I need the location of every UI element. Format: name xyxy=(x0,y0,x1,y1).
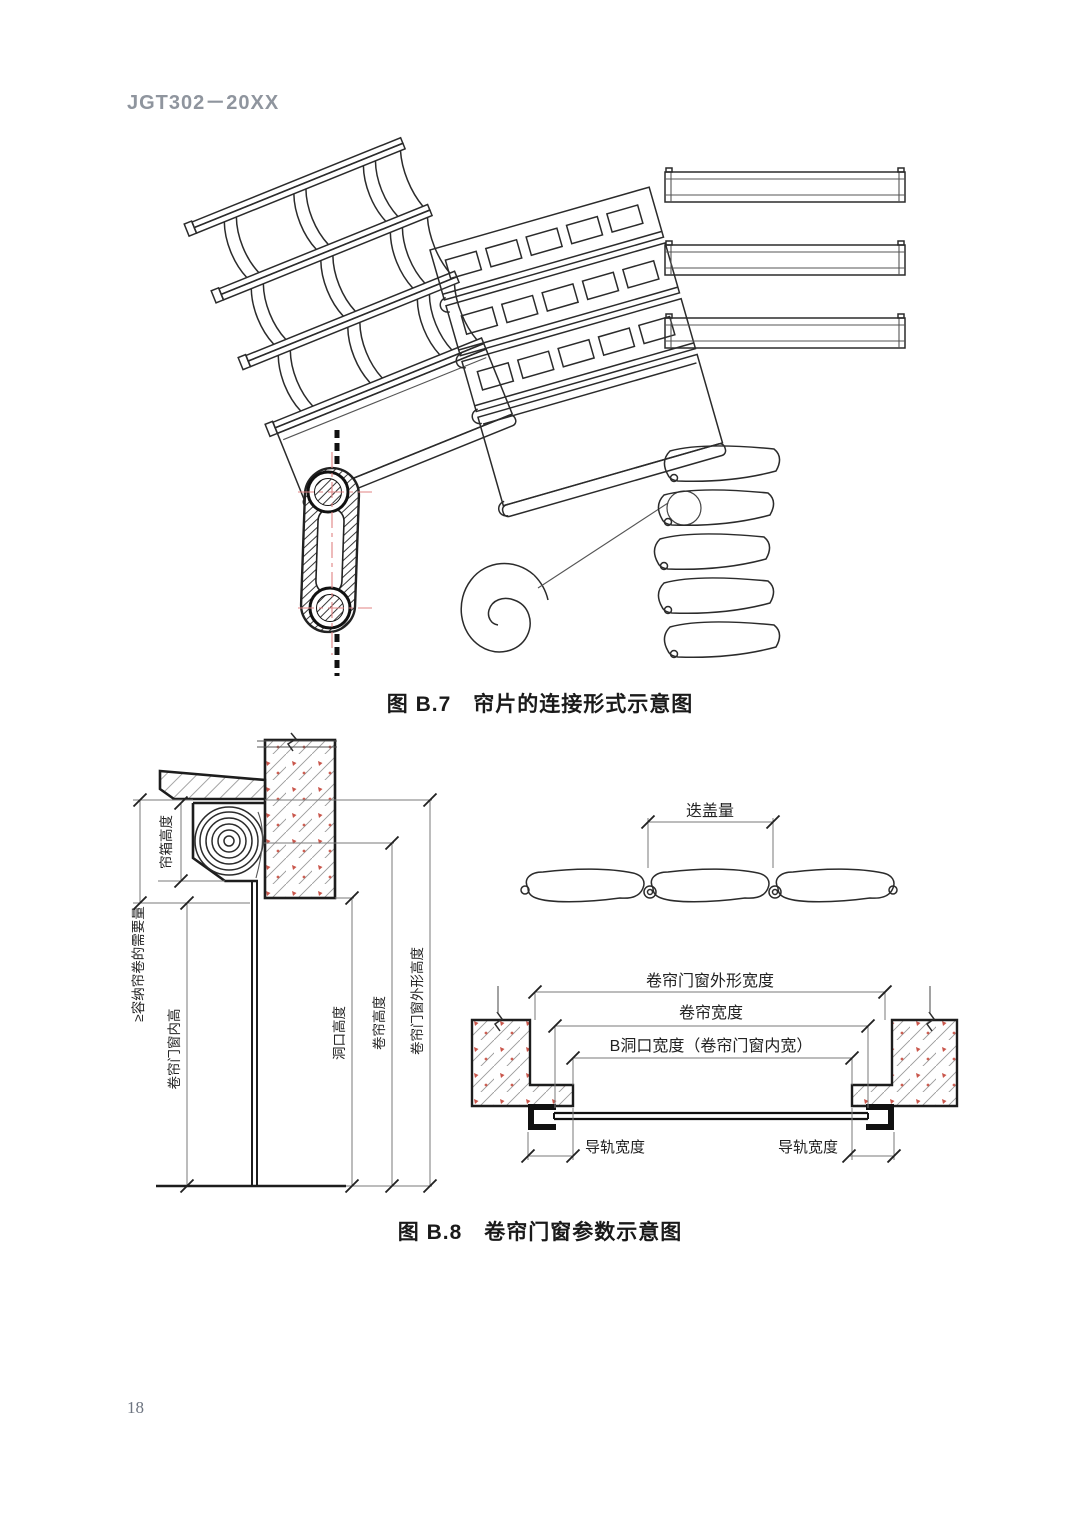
standard-number-header: JGT302－20XX xyxy=(127,92,280,114)
dim-label-outline-height: 卷帘门窗外形高度 xyxy=(410,947,425,1055)
curl-connection-detail xyxy=(460,445,781,659)
dim-label-overlap: 迭盖量 xyxy=(685,803,734,820)
width-section-drawing xyxy=(470,984,959,1164)
figure-b7-caption: 图 B.7 帘片的连接形式示意图 xyxy=(386,693,694,716)
grille-curtain-drawing xyxy=(183,136,517,509)
dim-label-rail-width-left: 导轨宽度 xyxy=(584,1139,645,1156)
flat-slats-drawing xyxy=(664,167,906,349)
dim-label-opening-width: B洞口宽度（卷帘门窗内宽） xyxy=(609,1038,813,1055)
page-number: 18 xyxy=(127,1398,144,1417)
link-section-detail xyxy=(298,430,372,676)
dim-label-curtain-width: 卷帘宽度 xyxy=(678,1005,743,1022)
dim-label-curtain-height: 卷帘高度 xyxy=(372,996,387,1050)
figure-b8-caption: 图 B.8 卷帘门窗参数示意图 xyxy=(397,1221,683,1244)
height-section-drawing xyxy=(132,732,438,1194)
dim-label-inner-height: 卷帘门窗内高 xyxy=(167,1008,182,1090)
dim-label-opening-height: 洞口高度 xyxy=(332,1006,347,1060)
overlap-slats-drawing xyxy=(520,814,898,903)
dim-label-outline-width: 卷帘门窗外形宽度 xyxy=(645,973,774,990)
dim-label-install-space: ≥容纳帘卷的需要量 xyxy=(131,906,146,1022)
ventilated-curtain-drawing xyxy=(429,186,727,518)
dim-label-rail-width-right: 导轨宽度 xyxy=(777,1139,838,1156)
dim-label-box-height: 帘箱高度 xyxy=(159,815,174,869)
